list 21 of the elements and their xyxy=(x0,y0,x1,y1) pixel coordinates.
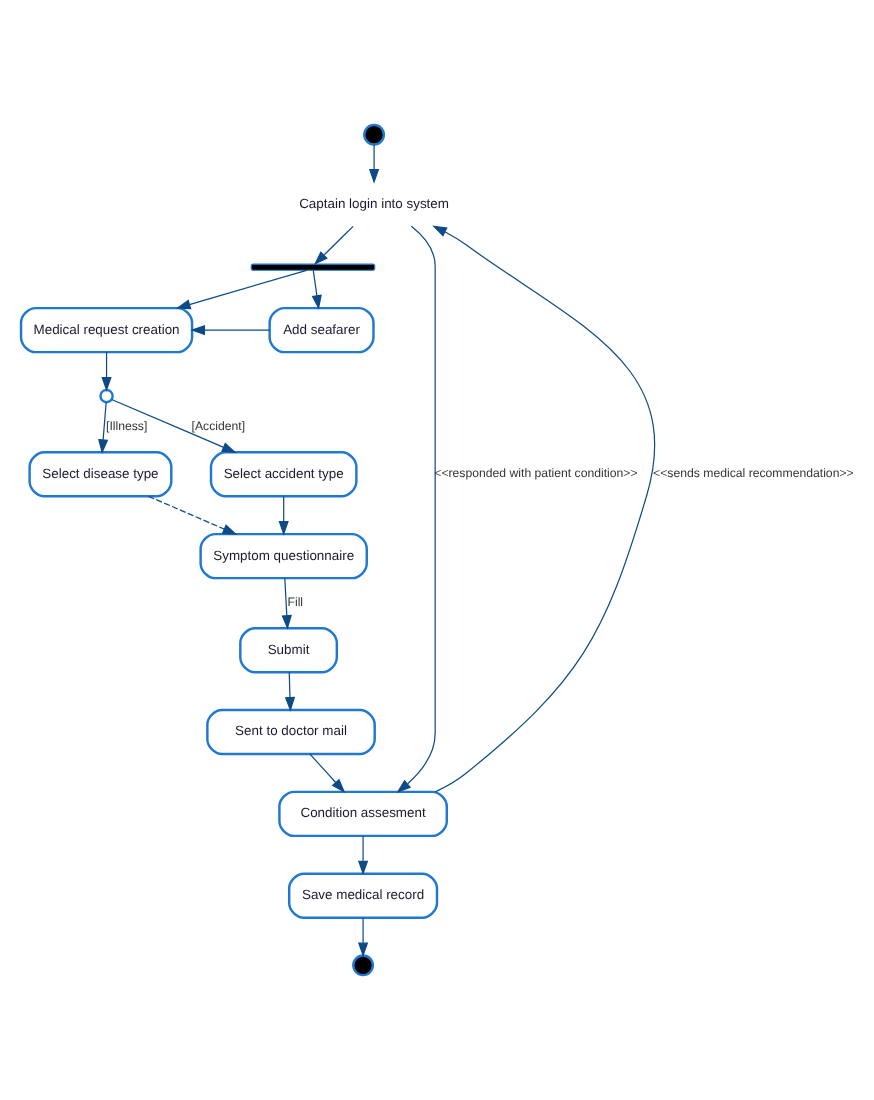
node-circle xyxy=(352,954,375,977)
node-bar xyxy=(250,263,376,271)
arrow xyxy=(190,325,271,336)
node-circle xyxy=(99,388,114,404)
arrow xyxy=(281,577,292,630)
arrow xyxy=(101,351,112,392)
arrow xyxy=(148,495,238,535)
arrow xyxy=(309,753,346,793)
arrow xyxy=(311,269,322,310)
arrow xyxy=(278,495,289,536)
arrow xyxy=(313,225,354,266)
node-circle xyxy=(363,123,386,146)
arrow xyxy=(357,835,369,876)
arrow xyxy=(432,225,656,793)
arrow xyxy=(284,671,296,712)
arrow xyxy=(357,917,369,958)
arrow xyxy=(396,225,436,793)
arrow xyxy=(175,269,308,310)
arrow xyxy=(98,401,109,454)
arrow xyxy=(111,398,237,453)
arrow xyxy=(368,144,380,184)
